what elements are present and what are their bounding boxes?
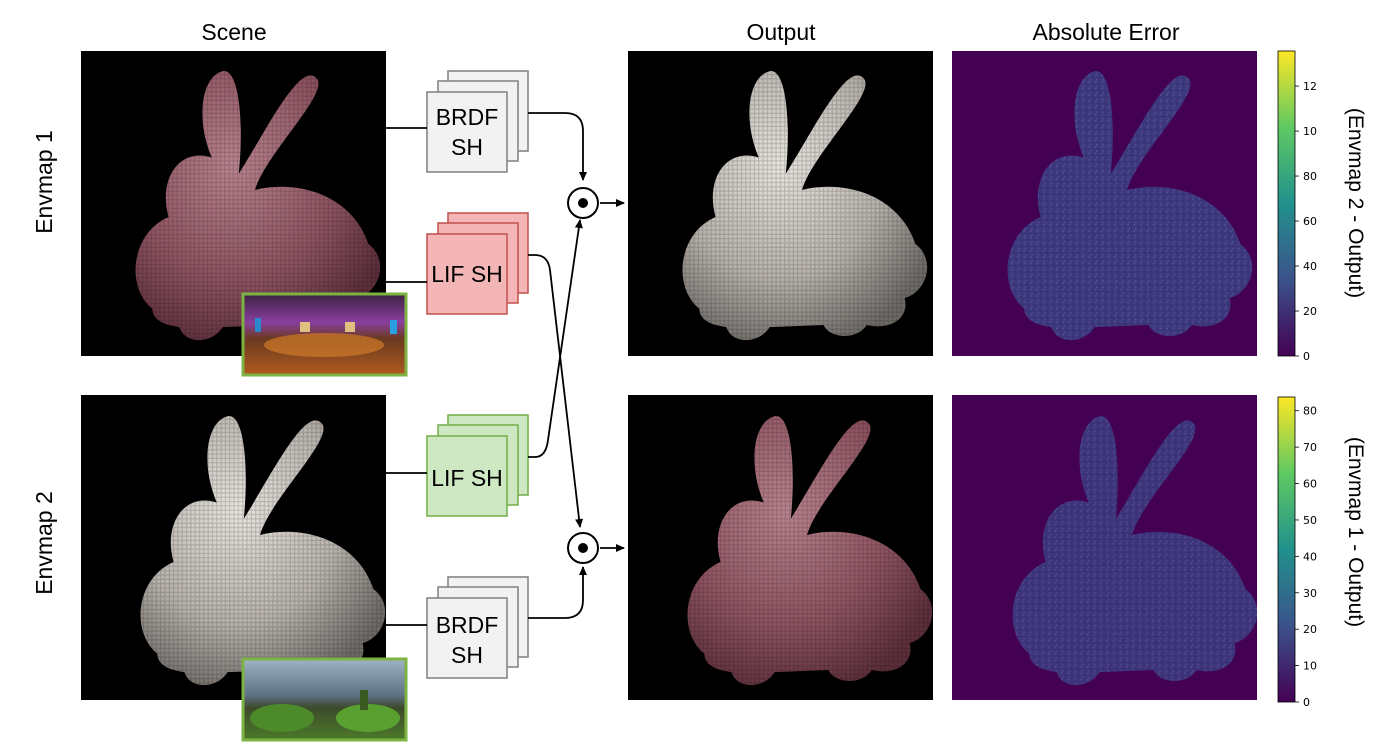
colorbar-tick-label: 10 — [1303, 125, 1317, 138]
sh-label-1: SH — [451, 134, 483, 160]
lif-sh-stack-1: LIF SH — [426, 212, 529, 315]
colorbar-2: 0 10 20 30 40 50 60 70 80 — [1277, 396, 1317, 709]
colorbar-1: 0 20 40 60 80 10 12 — [1277, 50, 1317, 363]
sh-label-2: SH — [451, 642, 483, 668]
brdf-label-2: BRDF — [436, 612, 499, 638]
error-label-1: (Envmap 2 - Output) — [1344, 108, 1367, 298]
colorbar-tick-label: 70 — [1303, 441, 1317, 454]
brdf-sh-stack-1: BRDF SH — [426, 70, 529, 173]
lif-sh-stack-2: LIF SH — [426, 414, 529, 517]
colorbar-tick-label: 60 — [1303, 478, 1317, 491]
colorbar-tick-label: 30 — [1303, 587, 1317, 600]
colorbar-tick-label: 40 — [1303, 260, 1317, 273]
colorbar-tick-label: 20 — [1303, 305, 1317, 318]
multiply-operator-icon-2 — [567, 532, 599, 564]
lif-label-2: LIF SH — [431, 465, 503, 491]
output-image-2 — [628, 395, 933, 700]
brdf-label-1: BRDF — [436, 104, 499, 130]
envmap-thumbnail-1 — [241, 292, 408, 377]
colorbar-tick-label: 40 — [1303, 550, 1317, 563]
envmap-thumbnail-2 — [241, 657, 408, 742]
colorbar-tick-label: 60 — [1303, 215, 1317, 228]
colorbar-tick-label: 10 — [1303, 660, 1317, 673]
error-map-2 — [952, 395, 1258, 700]
colorbar-tick-label: 50 — [1303, 514, 1317, 527]
multiply-operator-icon-1 — [567, 187, 599, 219]
connector-lines — [386, 127, 427, 626]
colorbar-tick-label: 20 — [1303, 623, 1317, 636]
colorbar-tick-label: 80 — [1303, 170, 1317, 183]
colorbar-tick-label: 0 — [1303, 350, 1310, 363]
scene-image-envmap-2 — [81, 395, 386, 700]
flow-arrows — [528, 112, 625, 619]
brdf-sh-stack-2: BRDF SH — [426, 576, 529, 679]
error-map-1 — [952, 51, 1257, 356]
header-error: Absolute Error — [1032, 19, 1179, 45]
colorbar-tick-label: 0 — [1303, 696, 1310, 709]
header-scene: Scene — [201, 19, 266, 45]
row-label-envmap-2: Envmap 2 — [31, 491, 57, 595]
header-output: Output — [746, 19, 816, 45]
colorbar-tick-label: 80 — [1303, 405, 1317, 418]
row-label-envmap-1: Envmap 1 — [31, 130, 57, 234]
output-image-1 — [628, 51, 933, 356]
colorbar-tick-label: 12 — [1303, 80, 1317, 93]
lif-label-1: LIF SH — [431, 261, 503, 287]
error-label-2: (Envmap 1 - Output) — [1344, 437, 1367, 627]
